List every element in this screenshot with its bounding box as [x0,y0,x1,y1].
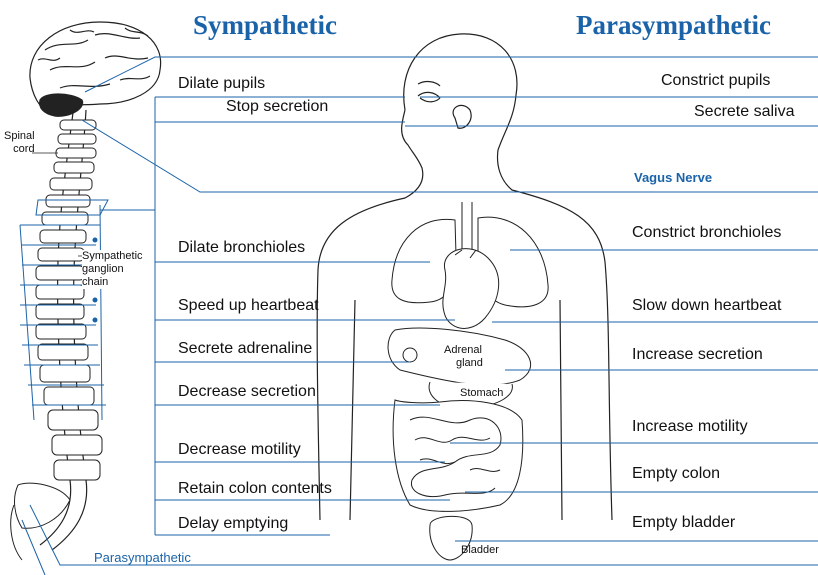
vagus-nerve-label: Vagus Nerve [634,170,712,185]
para-effect-increase-secretion: Increase secretion [632,346,763,364]
para-effect-constrict-pupils: Constrict pupils [661,72,770,90]
symp-effect-decrease-secretion: Decrease secretion [178,383,316,401]
bladder-label: Bladder [461,544,499,556]
para-effect-empty-bladder: Empty bladder [632,514,735,532]
adrenal-gland-label: Adrenal gland [444,344,483,370]
symp-effect-speed-heartbeat: Speed up heartbeat [178,297,319,315]
symp-effect-stop-secretion: Stop secretion [226,98,328,116]
parasympathetic-outflow-label: Parasympathetic [94,550,191,565]
symp-effect-secrete-adrenaline: Secrete adrenaline [178,340,312,358]
symp-effect-delay-emptying: Delay emptying [178,515,288,533]
parasympathetic-heading: Parasympathetic [576,10,771,41]
spinal-cord-label: Spinal cord [4,130,35,156]
adrenal-label-line2: gland [444,357,483,370]
ganglion-chain-label-line3: chain [82,276,143,289]
para-effect-secrete-saliva: Secrete saliva [694,103,795,121]
para-effect-empty-colon: Empty colon [632,465,720,483]
symp-effect-retain-colon: Retain colon contents [178,480,332,498]
ganglion-chain-label-line1: Sympathetic [82,250,143,263]
spinal-cord-label-line2: cord [4,143,35,156]
symp-effect-dilate-pupils: Dilate pupils [178,75,265,93]
para-effect-increase-motility: Increase motility [632,418,748,436]
symp-effect-decrease-motility: Decrease motility [178,441,301,459]
ganglion-chain-label: Sympathetic ganglion chain [82,250,143,289]
para-effect-constrict-bronchioles: Constrict bronchioles [632,224,781,242]
spinal-cord-label-line1: Spinal [4,130,35,143]
adrenal-label-line1: Adrenal [444,344,483,357]
organs-illustration [388,202,548,560]
spine-illustration [11,120,102,560]
para-effect-slow-heartbeat: Slow down heartbeat [632,297,781,315]
symp-effect-dilate-bronchioles: Dilate bronchioles [178,239,305,257]
sympathetic-heading: Sympathetic [193,10,337,41]
ganglion-chain-label-line2: ganglion [82,263,143,276]
stomach-label: Stomach [460,387,503,399]
